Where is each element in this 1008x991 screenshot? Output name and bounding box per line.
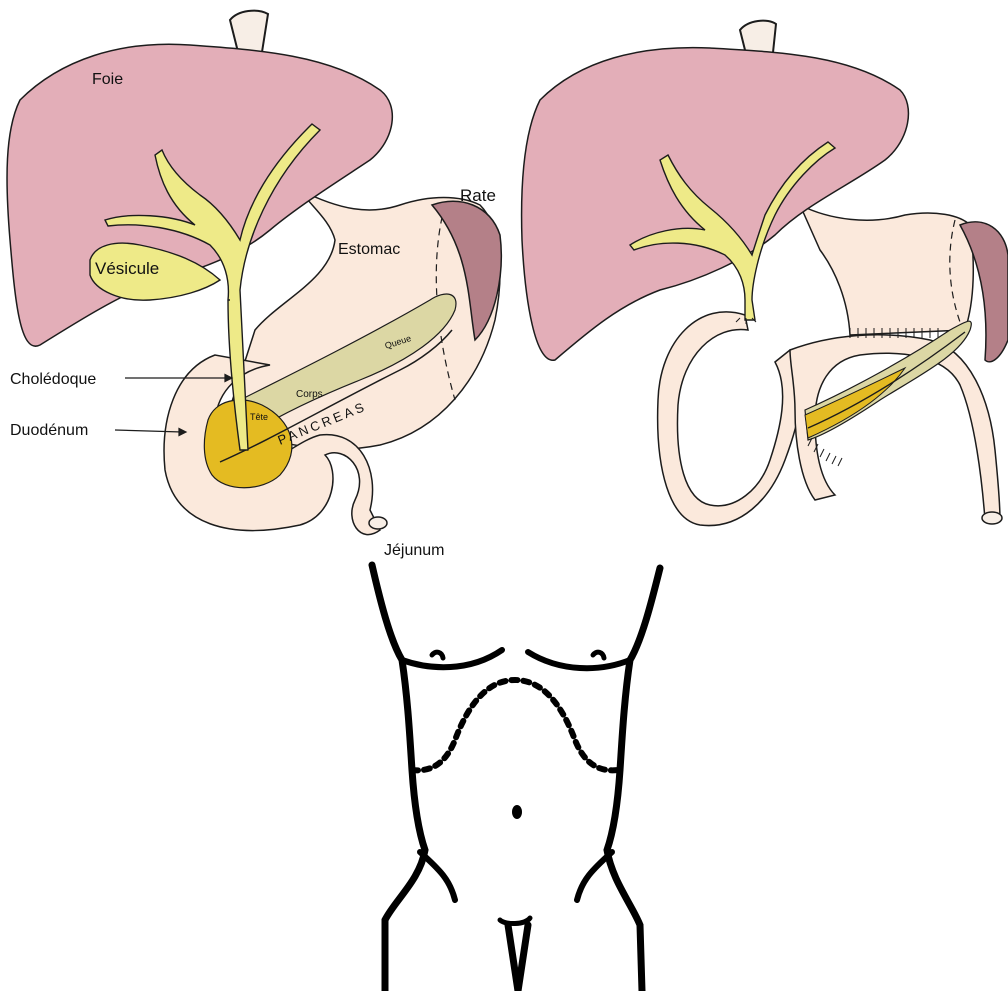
jejunal-loop-left xyxy=(658,312,802,526)
label-vesicule: Vésicule xyxy=(95,259,159,278)
post-surgery-panel xyxy=(522,21,1008,526)
label-foie: Foie xyxy=(92,71,123,88)
label-choledoque: Cholédoque xyxy=(10,371,96,388)
label-estomac: Estomac xyxy=(338,241,400,258)
label-corps: Corps xyxy=(296,389,323,400)
normal-anatomy-panel xyxy=(7,11,501,535)
label-jejunum: Jéjunum xyxy=(384,542,444,559)
incision-line xyxy=(412,680,618,770)
label-tete: Tête xyxy=(250,412,268,422)
label-duodenum: Duodénum xyxy=(10,422,88,439)
label-rate: Rate xyxy=(460,186,496,205)
torso-incision-figure xyxy=(372,565,660,991)
stomach-remnant xyxy=(800,205,973,335)
vessel-top xyxy=(230,11,268,52)
